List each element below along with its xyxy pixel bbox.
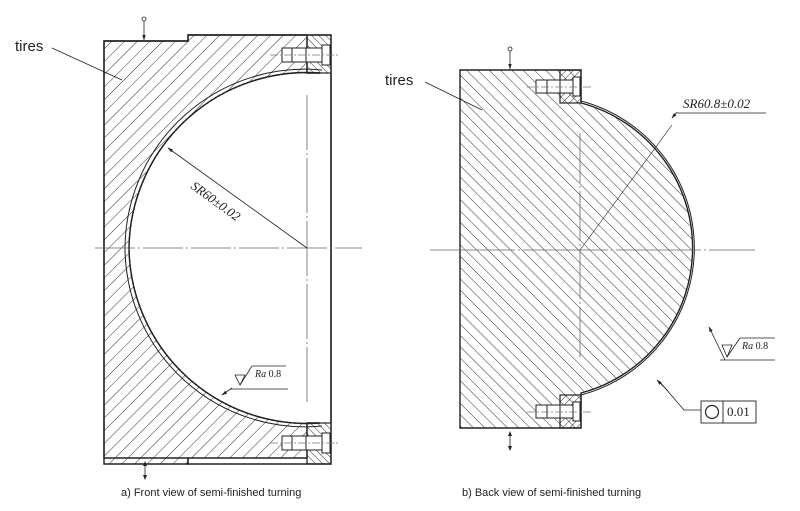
roughness-symbol-text: Ra xyxy=(255,369,267,380)
dimension-sr60-8: SR60.8±0.02 xyxy=(683,96,751,111)
roughness-b: Ra 0.8 xyxy=(742,341,768,352)
screw-bottom-b xyxy=(527,401,592,422)
screw-bottom-a xyxy=(270,432,338,454)
screw-top-b xyxy=(527,76,592,97)
roughness-symbol-a xyxy=(221,365,288,396)
caption-b: b) Back view of semi-finished turning xyxy=(462,487,642,499)
roughness-a: Ra 0.8 xyxy=(255,369,281,380)
tolerance-value: 0.01 xyxy=(727,404,750,419)
circularity-icon xyxy=(704,404,720,420)
back-view-drawing xyxy=(424,46,775,451)
front-view-drawing xyxy=(51,16,362,480)
roughness-value: 0.8 xyxy=(268,369,282,380)
label-tires-b: tires xyxy=(385,72,414,89)
screw-top-a xyxy=(270,44,338,66)
circularity-tolerance-frame xyxy=(700,400,757,424)
caption-a: a) Front view of semi-finished turning xyxy=(121,487,302,499)
label-tires-a: tires xyxy=(15,38,44,55)
roughness-symbol-text: Ra xyxy=(742,341,754,352)
roughness-symbol-b xyxy=(708,326,775,361)
roughness-value: 0.8 xyxy=(755,341,769,352)
